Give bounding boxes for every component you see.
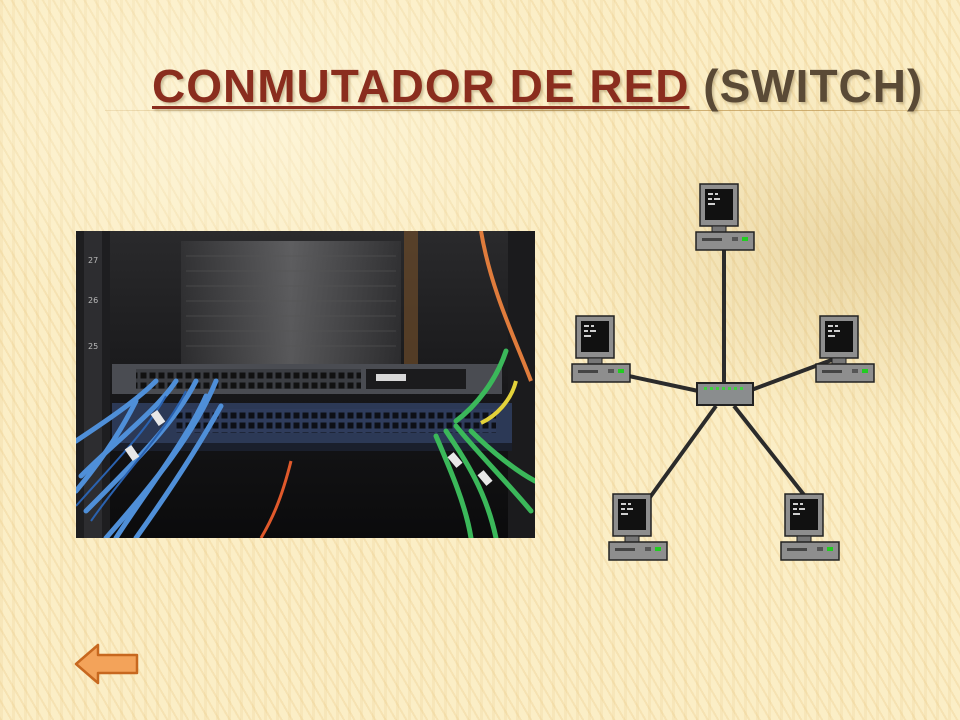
computer-icon-top [695,183,755,251]
back-arrow-icon [74,643,139,685]
rack-number-27: 27 [88,256,98,265]
computer-icon-right [815,315,875,383]
back-button[interactable] [74,642,140,686]
computer-icon-bottom-right [780,493,840,561]
title-link[interactable]: CONMUTADOR DE RED [152,60,690,112]
rack-number-25: 25 [88,342,98,351]
rack-number-26: 26 [88,296,98,305]
slide-title: CONMUTADOR DE RED (SWITCH) [152,60,923,112]
switch-rack-photo: 27 26 25 [76,231,535,538]
computer-icon-bottom-left [608,493,668,561]
title-rule [105,110,960,111]
star-topology-diagram [568,180,878,570]
network-switch-icon [696,382,754,406]
computer-icon-left [571,315,631,383]
title-suffix: (SWITCH) [689,60,924,112]
